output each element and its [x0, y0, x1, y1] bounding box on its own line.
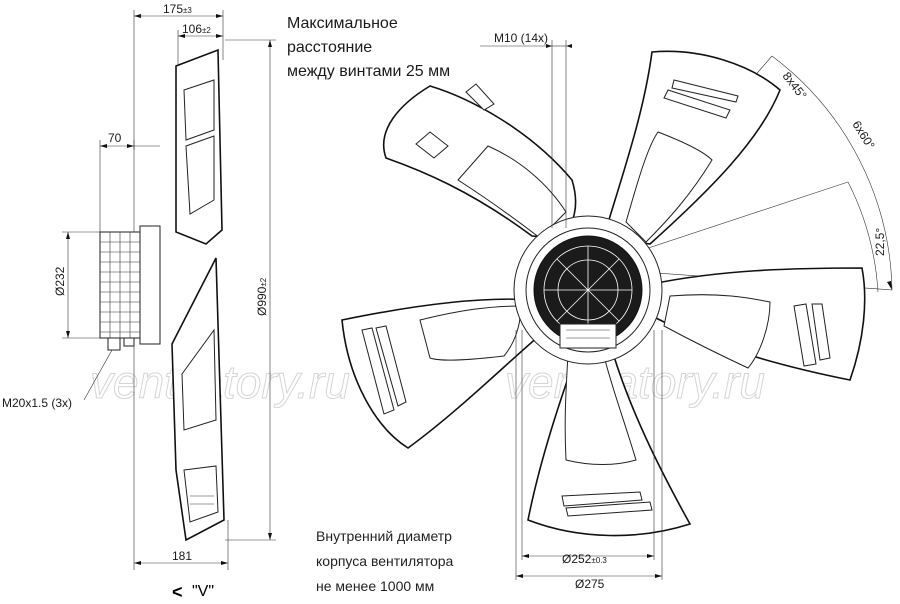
view-label: "V": [192, 583, 214, 600]
watermark-right: ventilatory.ru: [505, 356, 765, 408]
dim-990: Ø990±2: [255, 277, 269, 316]
side-view: [62, 10, 276, 570]
dim-106: 106±2: [182, 22, 211, 36]
view-arrow: <: [172, 582, 183, 602]
note-housing-diameter: Внутренний диаметр корпуса вентилятора н…: [316, 528, 454, 594]
angle-6x60: 6x60°: [849, 118, 877, 152]
note-screw-distance: Максимальное расстояние между винтами 25…: [287, 15, 450, 80]
svg-text:не менее 1000 мм: не менее 1000 мм: [316, 578, 434, 594]
front-view: [341, 40, 893, 580]
svg-text:корпуса вентилятора: корпуса вентилятора: [316, 553, 454, 569]
svg-text:между винтами 25 мм: между винтами 25 мм: [287, 63, 450, 80]
dim-275: Ø275: [575, 577, 605, 591]
hub-pattern: [543, 245, 633, 335]
dim-181: 181: [172, 549, 192, 563]
dim-252: Ø252±0.3: [562, 552, 607, 566]
dim-232: Ø232: [53, 266, 67, 296]
dim-thread: M20x1.5 (3x): [2, 396, 72, 410]
dim-m10: M10 (14x): [494, 31, 548, 45]
dim-70: 70: [108, 131, 122, 145]
fan-blades: [341, 50, 866, 537]
angle-22-5: 22,5°: [873, 228, 887, 256]
svg-text:Максимальное: Максимальное: [287, 15, 398, 32]
motor-fins: [100, 232, 140, 338]
angle-8x45: 8x45°: [780, 69, 810, 102]
svg-text:расстояние: расстояние: [287, 39, 372, 56]
dim-175: 175±3: [163, 2, 192, 16]
svg-text:Внутренний диаметр: Внутренний диаметр: [316, 528, 452, 544]
